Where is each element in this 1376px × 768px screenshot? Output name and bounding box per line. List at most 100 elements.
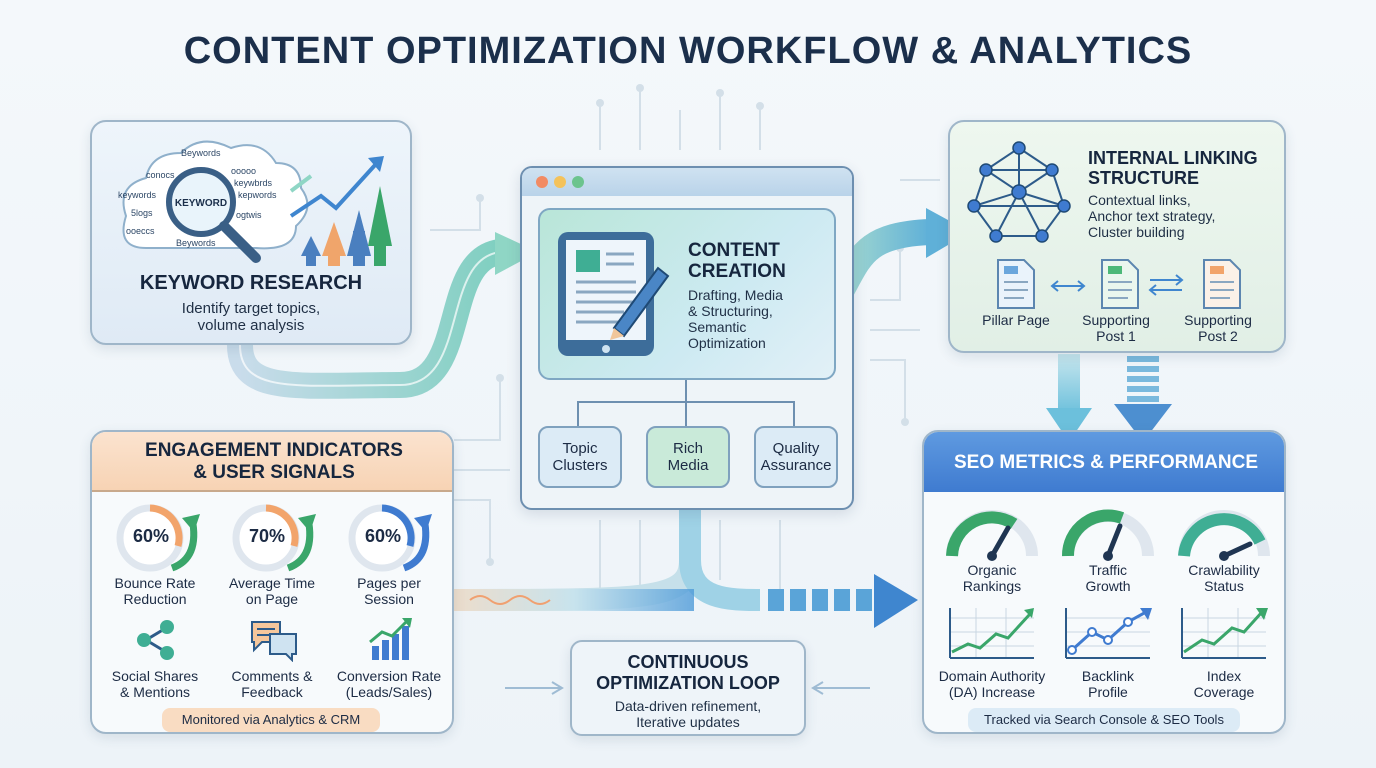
tree-connector: [577, 380, 795, 426]
organic-rankings-label-1: Organic: [967, 562, 1017, 578]
internal-linking-title-2: STRUCTURE: [1088, 168, 1199, 188]
swap-arrows-icon: [1050, 280, 1086, 292]
keyword-research-desc-2: volume analysis: [197, 317, 305, 334]
average-time-label-2: on Page: [245, 591, 299, 607]
index-coverage-label-2: Coverage: [1193, 684, 1255, 700]
cloud-word: keywords: [118, 190, 157, 200]
magnifier-icon: [166, 167, 236, 237]
loop-title-1: CONTINUOUS: [627, 652, 749, 672]
comments-icon: [251, 621, 297, 662]
cloud-word: ooeccs: [126, 226, 155, 236]
seo-metrics-footer: Tracked via Search Console & SEO Tools: [968, 708, 1240, 732]
crawlability-label-1: Crawlability: [1188, 562, 1260, 578]
document-icon: [1203, 259, 1241, 309]
keyword-research-card: Beywords conocs keywords 5logs ooeccs Be…: [90, 120, 412, 345]
topic-clusters-box: Topic Clusters: [538, 426, 622, 488]
loop-desc-2: Iterative updates: [636, 714, 740, 730]
seo-metrics-title: SEO METRICS & PERFORMANCE: [953, 452, 1259, 473]
loop-title-2: OPTIMIZATION LOOP: [596, 673, 780, 693]
engagement-footer: Monitored via Analytics & CRM: [162, 708, 380, 732]
gauge-icon: [116, 504, 200, 572]
traffic-growth-label-2: Growth: [1085, 578, 1131, 594]
swap-arrows-icon: [1148, 274, 1184, 296]
document-icon: [1101, 259, 1139, 309]
browser-title-bar: [522, 168, 852, 196]
supporting-post-1-label-2: Post 1: [1096, 328, 1136, 344]
content-creation-window: CONTENT CREATION Drafting, Media & Struc…: [520, 166, 854, 510]
cloud-word: ogtwis: [236, 210, 262, 220]
supporting-post-2-label-1: Supporting: [1184, 312, 1252, 328]
internal-linking-desc-3: Cluster building: [1088, 224, 1185, 240]
cloud-word: Beywords: [181, 148, 221, 158]
share-icon: [137, 620, 174, 660]
keyword-illustration: Beywords conocs keywords 5logs ooeccs Be…: [118, 140, 392, 266]
content-creation-panel: CONTENT CREATION Drafting, Media & Struc…: [538, 208, 836, 380]
cloud-word: ooooo: [231, 166, 256, 176]
line-chart-icon: [949, 608, 1034, 659]
traffic-growth-label-1: Traffic: [1088, 562, 1128, 578]
bounce-rate-value: 60%: [132, 526, 170, 546]
domain-authority-label-1: Domain Authority: [938, 668, 1046, 684]
conversion-rate-label-2: (Leads/Sales): [345, 684, 433, 700]
engagement-title-2: & USER SIGNALS: [193, 462, 355, 483]
pages-per-session-label-2: Session: [364, 591, 414, 607]
comments-label-2: Feedback: [241, 684, 303, 700]
index-chart-icon: [1181, 608, 1268, 659]
window-dot-icon: [572, 176, 584, 188]
cloud-word: keywbrds: [234, 178, 273, 188]
supporting-post-1-label-1: Supporting: [1082, 312, 1150, 328]
average-time-value: 70%: [248, 526, 286, 546]
page-title: CONTENT OPTIMIZATION WORKFLOW & ANALYTIC…: [183, 30, 1193, 72]
backlink-chart-icon: [1065, 608, 1152, 659]
backlink-profile-label-1: Backlink: [1081, 668, 1135, 684]
topic-clusters-line-1: Topic: [562, 440, 598, 457]
engagement-card: ENGAGEMENT INDICATORS & USER SIGNALS 60%…: [90, 430, 454, 734]
quality-assurance-line-2: Assurance: [760, 457, 832, 474]
content-creation-desc-1: Drafting, Media: [688, 287, 783, 303]
pages-per-session-label-1: Pages per: [357, 575, 421, 591]
backlink-profile-label-2: Profile: [1088, 684, 1128, 700]
document-icon: [997, 259, 1035, 309]
rich-media-line-1: Rich: [672, 440, 703, 457]
bounce-rate-label-1: Bounce Rate: [114, 575, 196, 591]
crawlability-label-2: Status: [1204, 578, 1244, 594]
gauge-icon: [348, 504, 432, 572]
content-creation-desc-2: & Structuring,: [688, 303, 773, 319]
gauge-icon: [232, 504, 316, 572]
magnifier-label: KEYWORD: [175, 198, 227, 209]
seo-metrics-header: SEO METRICS & PERFORMANCE: [924, 432, 1284, 492]
speedometer-icon: [946, 510, 1038, 561]
internal-linking-desc-2: Anchor text strategy,: [1088, 208, 1216, 224]
cloud-word: conocs: [146, 170, 175, 180]
speedometer-icon: [1178, 510, 1270, 561]
content-creation-desc-4: Optimization: [688, 335, 766, 351]
page-links-illustration: [997, 259, 1241, 309]
optimization-loop-card: CONTINUOUS OPTIMIZATION LOOP Data-driven…: [570, 640, 806, 736]
network-graph-icon: [967, 141, 1071, 243]
conversion-rate-label-1: Conversion Rate: [336, 668, 442, 684]
bounce-rate-label-2: Reduction: [123, 591, 187, 607]
average-time-label-1: Average Time: [228, 575, 316, 591]
internal-linking-title-1: INTERNAL LINKING: [1088, 148, 1258, 168]
rich-media-box: Rich Media: [646, 426, 730, 488]
internal-linking-desc-1: Contextual links,: [1088, 192, 1191, 208]
conversion-chart-icon: [369, 618, 412, 660]
speedometer-icon: [1061, 509, 1154, 561]
index-coverage-label-1: Index: [1206, 668, 1242, 684]
seo-metrics-card: SEO METRICS & PERFORMANCE Organic Rankin…: [922, 430, 1286, 734]
pages-per-session-value: 60%: [364, 526, 402, 546]
loop-desc-1: Data-driven refinement,: [614, 698, 762, 714]
quality-assurance-box: Quality Assurance: [754, 426, 838, 488]
window-dot-icon: [536, 176, 548, 188]
organic-rankings-label-2: Rankings: [962, 578, 1022, 594]
keyword-research-title: KEYWORD RESEARCH: [139, 272, 363, 294]
cloud-word: Beywords: [176, 238, 216, 248]
tablet-document-icon: [558, 232, 670, 356]
social-shares-label-2: & Mentions: [119, 684, 191, 700]
rich-media-line-2: Media: [667, 457, 709, 474]
social-shares-label-1: Social Shares: [111, 668, 199, 684]
content-creation-title-2: CREATION: [688, 261, 786, 282]
keyword-research-desc-1: Identify target topics,: [181, 300, 321, 317]
content-creation-desc-3: Semantic: [688, 319, 747, 335]
cloud-word: kepwords: [238, 190, 277, 200]
